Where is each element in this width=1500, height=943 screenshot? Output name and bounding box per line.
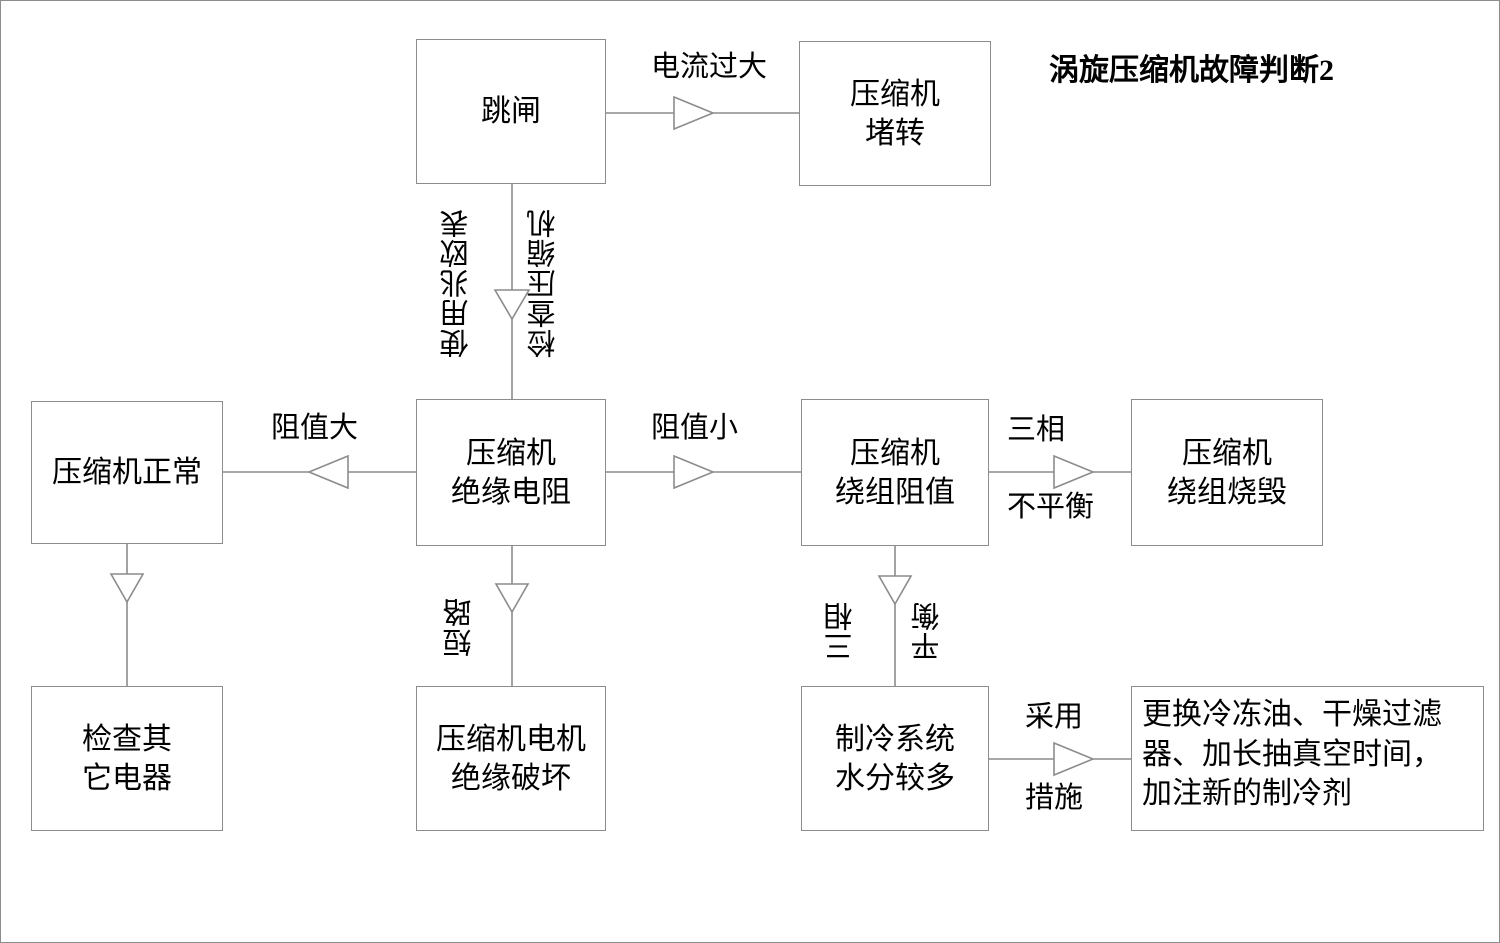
- arrowhead-down-insulation-motor: [494, 583, 530, 614]
- edge-label-short-circuit: 短路: [444, 597, 476, 657]
- edge-label-resistance-low: 阻值小: [651, 412, 739, 444]
- node-winding-burned[interactable]: 压缩机 绕组烧毁: [1131, 399, 1323, 546]
- edge-label-three-phase-2: 三相: [825, 601, 857, 661]
- edge-label-overcurrent: 电流过大: [651, 51, 768, 83]
- edge-label-three-phase: 三相: [1007, 414, 1066, 446]
- node-system-moisture[interactable]: 制冷系统 水分较多: [801, 686, 989, 831]
- node-winding-resistance[interactable]: 压缩机 绕组阻值: [801, 399, 989, 546]
- node-insulation-resistance[interactable]: 压缩机 绝缘电阻: [416, 399, 606, 546]
- edge-label-balanced: 平衡: [912, 601, 944, 661]
- arrowhead-right-insulation-winding: [673, 454, 716, 490]
- edge-label-unbalanced: 不平衡: [1007, 491, 1095, 523]
- edge-label-measures: 措施: [1025, 782, 1084, 814]
- node-motor-insulation-damaged[interactable]: 压缩机电机 绝缘破坏: [416, 686, 606, 831]
- edge-label-adopt: 采用: [1025, 701, 1084, 733]
- diagram-title: 涡旋压缩机故障判断2: [1049, 54, 1334, 87]
- arrowhead-right-winding-burn: [1053, 454, 1096, 490]
- arrowhead-left-insulation-normal: [306, 454, 349, 490]
- node-trip[interactable]: 跳闸: [416, 39, 606, 184]
- edge-label-check-compressor: 检查压缩机: [528, 208, 560, 358]
- node-locked-rotor[interactable]: 压缩机 堵转: [799, 41, 991, 186]
- arrowhead-down-trip-insulation: [493, 289, 531, 321]
- arrowhead-down-winding-moisture: [877, 575, 913, 606]
- edge-label-resistance-high: 阻值大: [271, 412, 359, 444]
- arrowhead-right-moisture-measures: [1053, 741, 1096, 777]
- node-check-other-appliances[interactable]: 检查其 它电器: [31, 686, 223, 831]
- node-compressor-normal[interactable]: 压缩机正常: [31, 401, 223, 544]
- edge-label-use-megohmmeter: 使用兆欧表: [441, 208, 473, 358]
- arrowhead-right-trip-locked-rotor: [673, 95, 716, 131]
- node-corrective-measures[interactable]: 更换冷冻油、干燥过滤 器、加长抽真空时间， 加注新的制冷剂: [1131, 686, 1484, 831]
- arrowhead-down-normal-check-other: [109, 573, 145, 604]
